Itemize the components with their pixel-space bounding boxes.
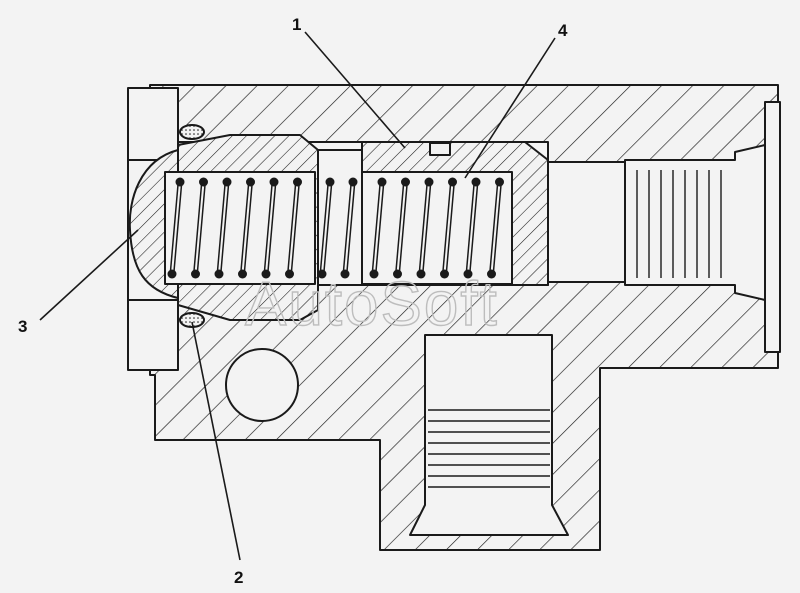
spring-wire-section <box>238 269 247 279</box>
lower-port-grooves <box>428 409 550 488</box>
spring-wire-section <box>377 177 387 187</box>
spring-coil-highlight <box>321 181 331 275</box>
drain-passage <box>225 348 299 422</box>
spring-wire-section <box>246 177 255 187</box>
seal-upper <box>179 124 205 140</box>
callout-1: 1 <box>292 15 301 34</box>
spring-wire-section <box>463 269 473 279</box>
spool-cavity <box>361 171 513 285</box>
spring-wire-section <box>495 177 504 187</box>
spool-notch <box>429 142 451 156</box>
spring-wire-section <box>199 177 208 187</box>
spring-coil-highlight <box>467 181 477 275</box>
spring-wire-section <box>393 269 402 279</box>
spring-wire-section <box>285 269 294 279</box>
spring-coil-highlight <box>171 181 181 275</box>
spring-wire-section <box>424 177 434 187</box>
callout-4: 4 <box>558 21 568 40</box>
spring-wire-section <box>325 177 335 187</box>
spring-coil-highlight <box>241 181 252 275</box>
spring-wire-section <box>416 269 426 279</box>
spring-wire-section <box>269 177 279 187</box>
spring-coil-highlight <box>194 181 205 275</box>
spring-coil-highlight <box>373 181 383 275</box>
leader-line-4 <box>464 37 556 179</box>
spring-wire-section <box>293 177 302 187</box>
spring-wire-section <box>348 177 358 187</box>
right-end-cap <box>764 101 781 353</box>
spring-coil-highlight <box>443 181 454 275</box>
spring-wire-section <box>440 269 449 279</box>
spring-coil-highlight <box>265 181 275 275</box>
callout-3: 3 <box>18 317 27 336</box>
spring-wire-section <box>317 269 327 279</box>
leader-line-3 <box>39 229 139 321</box>
spring-wire-section <box>214 269 224 279</box>
right-port-plug <box>624 144 766 301</box>
seal-lower <box>179 312 205 328</box>
spring-wire-section <box>222 177 232 187</box>
spring-coil-highlight <box>420 181 430 275</box>
leader-line-1 <box>304 31 406 149</box>
spring-wire-section <box>471 177 481 187</box>
spring-wire-section <box>175 177 185 187</box>
watermark-text: AutoSoft <box>245 270 499 339</box>
spring-wire-section <box>487 269 496 279</box>
spring-coil-highlight <box>490 181 501 275</box>
spring-wire-section <box>369 269 379 279</box>
spring-wire-section <box>448 177 457 187</box>
spring-wire-section <box>191 269 200 279</box>
spring-wire-section <box>401 177 410 187</box>
callout-2: 2 <box>234 568 243 587</box>
spring-coil-highlight <box>218 181 228 275</box>
spring-coil-highlight <box>396 181 407 275</box>
spring-coil-highlight <box>344 181 354 275</box>
spring-wire-section <box>340 269 350 279</box>
spring-wire-section <box>261 269 271 279</box>
spring-wire-section <box>167 269 177 279</box>
lower-port-bore <box>409 334 569 536</box>
spring-coil-highlight <box>288 181 299 275</box>
right-port-grooves <box>636 170 722 278</box>
springs <box>167 177 504 279</box>
leader-line-2 <box>191 321 241 561</box>
